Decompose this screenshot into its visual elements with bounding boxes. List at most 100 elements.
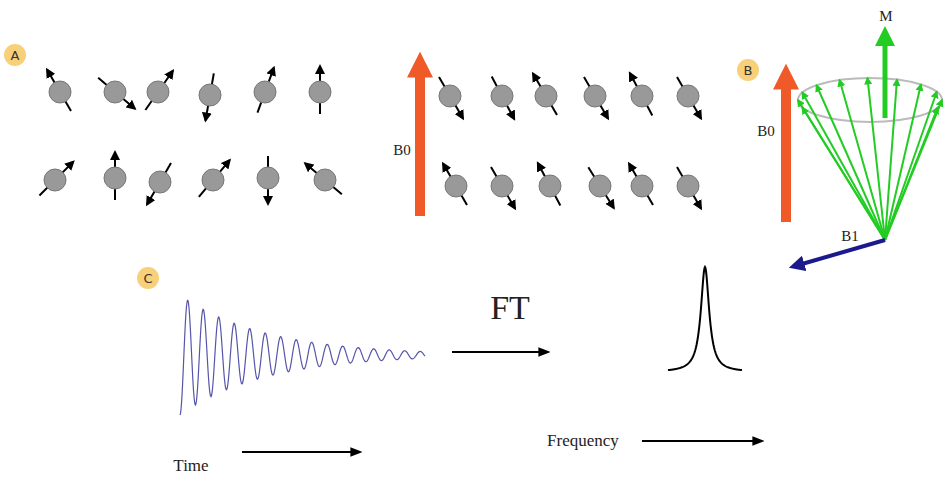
spin-particle: [439, 85, 461, 107]
field-arrow: [415, 62, 425, 216]
label-text: Time: [173, 456, 208, 475]
spin-particle: [147, 81, 169, 103]
spin-axis: [677, 77, 701, 119]
spin-axis: [147, 163, 171, 205]
label-text: B0: [393, 142, 411, 158]
spin-vector: [885, 108, 938, 240]
spin-axis: [491, 167, 515, 209]
field-label: B1: [841, 228, 859, 245]
spin-axis: [584, 77, 608, 119]
spin-axis: [39, 162, 73, 196]
spin-particle: [677, 85, 699, 107]
spin-vector: [885, 100, 942, 240]
label-text: B0: [757, 123, 775, 139]
spin-particle: [491, 175, 513, 197]
spin-axis: [145, 71, 173, 110]
spin-particle: [149, 171, 171, 193]
spin-particle: [584, 85, 606, 107]
spin-axis: [199, 160, 230, 197]
spin-particle: [491, 85, 513, 107]
spin-axis: [629, 163, 653, 205]
spin: [630, 73, 653, 115]
magnetization-arrow: [883, 34, 888, 118]
callout-letter: A: [11, 49, 20, 62]
vector-label: M: [879, 8, 892, 25]
spin-particle: [199, 84, 221, 106]
precession-cone: [798, 78, 942, 240]
spin-axis: [588, 167, 613, 208]
spin: [629, 163, 653, 205]
spin-particle: [539, 175, 561, 197]
spin-particle: [202, 169, 224, 191]
spin-particle: [257, 167, 279, 189]
spin: [538, 163, 561, 205]
label-text: FT: [490, 289, 530, 326]
label-text: M: [879, 8, 892, 24]
spin-particle: [314, 169, 336, 191]
spin-vector: [840, 80, 885, 240]
spin-particle: [535, 85, 557, 107]
transform-label: FT: [490, 289, 530, 327]
spin-axis: [443, 163, 467, 205]
spin-vector: [816, 85, 885, 240]
spin: [254, 68, 276, 113]
transform-arrow: [452, 351, 548, 353]
callout-circle: C: [137, 267, 159, 289]
field-label: B0: [393, 142, 411, 159]
spin-particle: [677, 175, 699, 197]
spectrum-peak: [668, 267, 742, 370]
spin: [147, 163, 171, 205]
spin-axis: [98, 78, 135, 109]
spin-particle: [445, 175, 467, 197]
spin: [309, 66, 331, 114]
callout-letter: C: [143, 272, 152, 285]
spin-particle: [104, 81, 126, 103]
field-label: B0: [757, 123, 775, 140]
spin: [199, 160, 230, 197]
spin-particle: [44, 169, 66, 191]
axis-label: Frequency: [547, 431, 619, 451]
spin: [491, 167, 515, 209]
spin-axis: [533, 73, 557, 115]
callout-circle: B: [737, 59, 759, 81]
spin: [104, 152, 126, 200]
spin: [199, 73, 221, 120]
spin: [305, 163, 342, 194]
spin: [533, 73, 557, 115]
spin: [439, 77, 463, 119]
axis-arrow: [242, 451, 360, 453]
spin: [443, 163, 467, 205]
spin-vector: [802, 108, 885, 240]
spin: [98, 78, 135, 109]
fid-signal: [180, 300, 425, 415]
label-text: B1: [841, 228, 859, 244]
spin-particle: [104, 167, 126, 189]
spin: [257, 156, 279, 204]
spin-particle: [631, 85, 653, 107]
spin-particle: [631, 175, 653, 197]
callout-letter: B: [744, 64, 753, 77]
spin: [677, 167, 701, 209]
spin-particle: [254, 81, 276, 103]
axis-label: Time: [173, 456, 208, 476]
spin-axis: [538, 163, 561, 205]
spin: [39, 162, 73, 196]
spin-axis: [630, 73, 653, 115]
spin-axis: [47, 69, 71, 111]
spin-axis: [305, 163, 342, 194]
spin-particle: [309, 81, 331, 103]
spin: [677, 77, 701, 119]
spin-vector: [802, 92, 885, 240]
axis-arrow: [642, 440, 762, 442]
spin: [588, 167, 613, 208]
spin: [145, 71, 173, 110]
spin-group: [39, 66, 701, 209]
spin-axis: [677, 167, 701, 209]
spin-axis: [492, 77, 515, 119]
label-text: Frequency: [547, 431, 619, 450]
spin: [584, 77, 608, 119]
callout-circle: A: [4, 44, 26, 66]
spin: [47, 69, 71, 111]
